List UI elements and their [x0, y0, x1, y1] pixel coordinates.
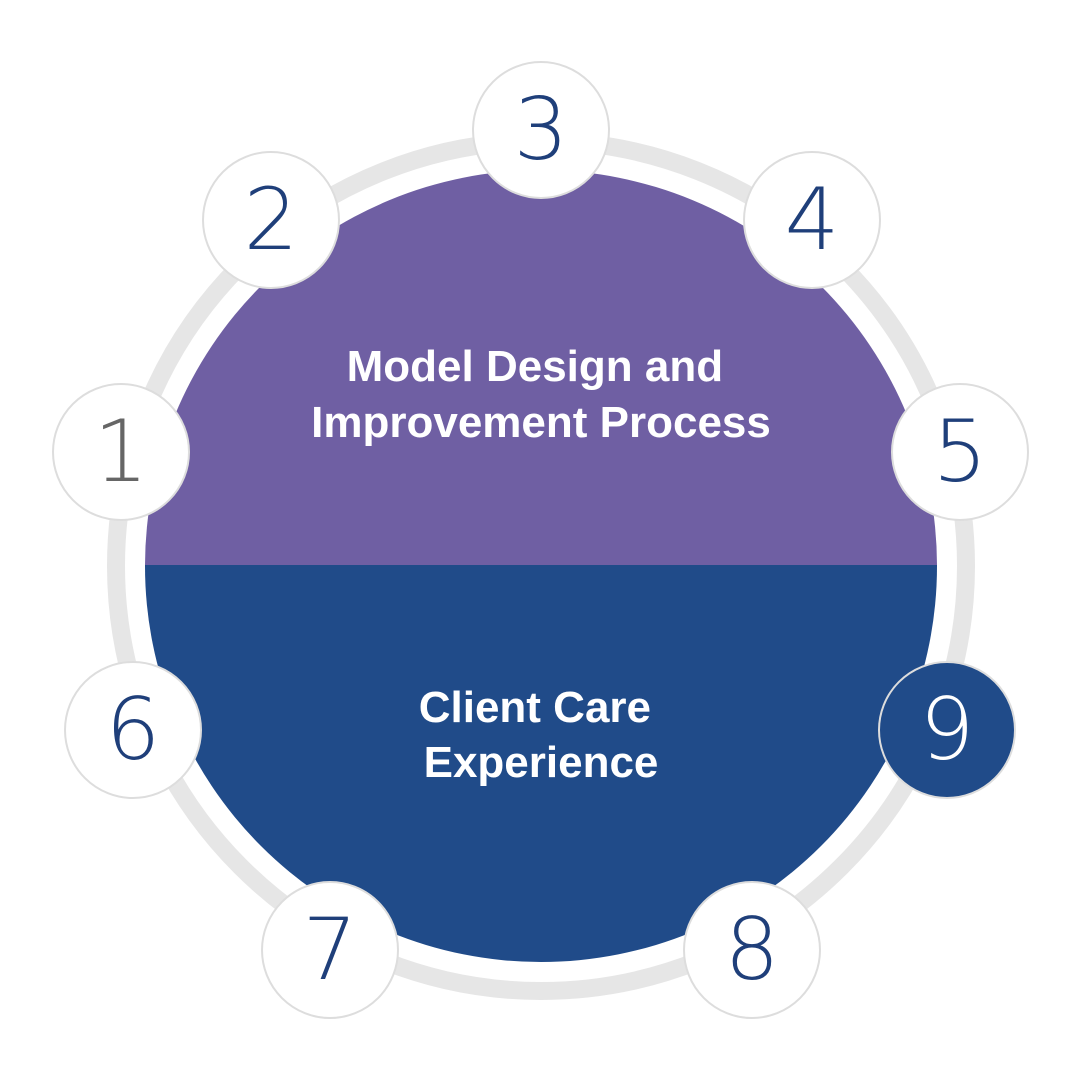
step-node-3: 3 [472, 61, 610, 199]
step-node-label: 2 [244, 170, 299, 270]
step-node-circle [261, 881, 399, 1019]
step-node-circle [743, 151, 881, 289]
step-node-1: 1 [52, 383, 190, 521]
top-half-section [145, 170, 937, 565]
step-node-9: 9 [878, 661, 1016, 799]
bottom-section-title-line-1: Client Care [419, 683, 651, 732]
step-node-label: 8 [725, 900, 780, 1000]
step-nodes: 1 2 3 4 5 6 7 8 9 [52, 61, 1029, 1019]
step-node-circle [891, 383, 1029, 521]
top-section-title-line-2: Improvement Process [311, 398, 771, 447]
step-node-circle [878, 661, 1016, 799]
step-node-7: 7 [261, 881, 399, 1019]
top-section-title: Model Design and Improvement Process [311, 342, 771, 447]
step-node-4: 4 [743, 151, 881, 289]
step-node-circle [472, 61, 610, 199]
top-section-title-line-1: Model Design and [347, 342, 723, 391]
step-node-label: 4 [785, 170, 840, 270]
step-node-circle [202, 151, 340, 289]
step-node-circle [683, 881, 821, 1019]
bottom-section-title: Client Care Experience [419, 683, 664, 787]
step-node-8: 8 [683, 881, 821, 1019]
bottom-section-title-line-2: Experience [424, 738, 659, 787]
step-node-circle [64, 661, 202, 799]
step-node-circle [52, 383, 190, 521]
step-node-label: 1 [94, 402, 149, 502]
step-node-label: 3 [514, 80, 569, 180]
step-node-label: 5 [933, 402, 988, 502]
step-node-label: 6 [106, 680, 161, 780]
step-node-label: 7 [303, 900, 358, 1000]
step-node-5: 5 [891, 383, 1029, 521]
bottom-half-section [145, 565, 937, 962]
step-node-label: 9 [920, 680, 975, 780]
step-node-2: 2 [202, 151, 340, 289]
step-node-6: 6 [64, 661, 202, 799]
